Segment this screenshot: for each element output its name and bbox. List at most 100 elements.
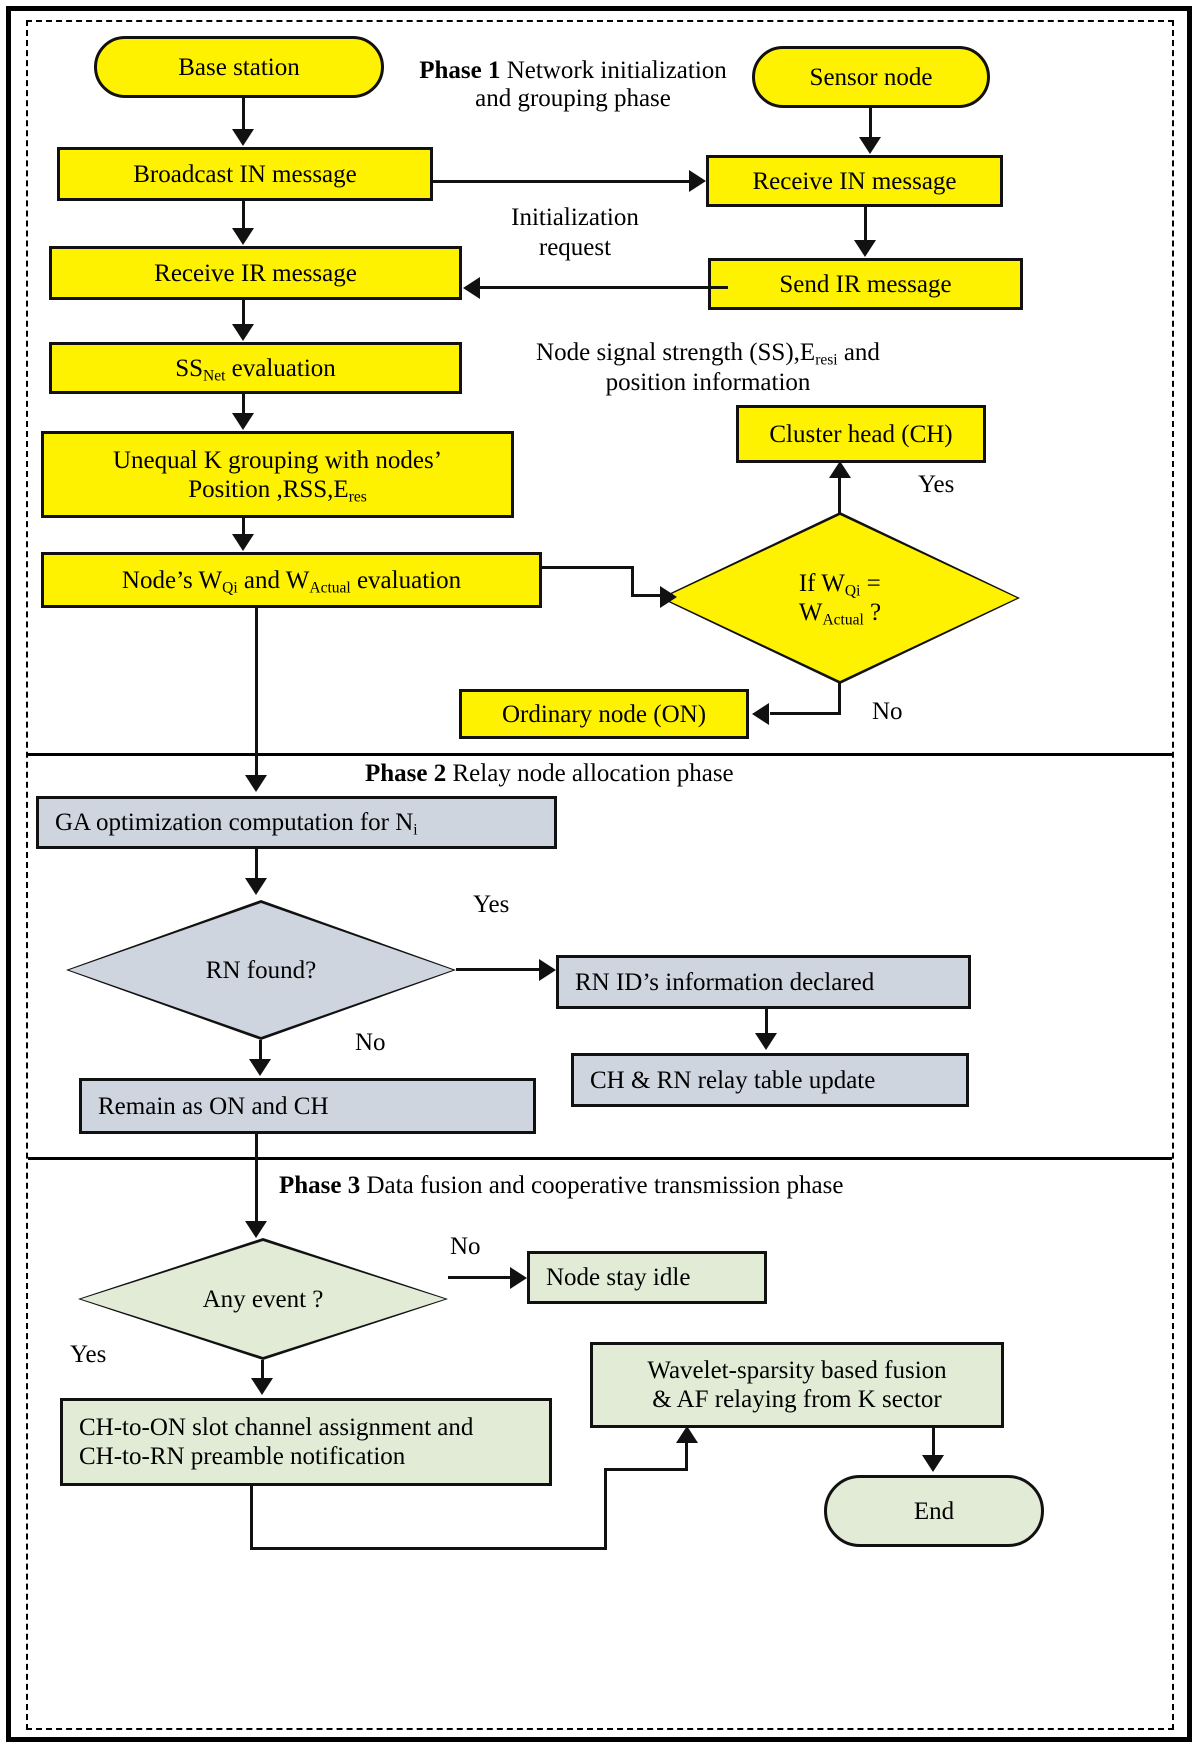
edge-label-yes-any-event: Yes — [70, 1341, 107, 1368]
decision-rn-found-label: RN found? — [205, 956, 317, 984]
edge-phase2-to-phase3 — [255, 1134, 258, 1224]
arrow-chslot-to-wavelet — [676, 1426, 698, 1443]
edge-decision-to-ordinary-v — [838, 682, 841, 714]
node-rn-id-declared[interactable]: RN ID’s information declared — [556, 955, 971, 1009]
edge-receivein-to-sendir — [864, 207, 867, 241]
phase1-title-bold: Phase 1 — [419, 57, 501, 84]
edge-nodeweight-to-decision-h2 — [631, 594, 673, 597]
node-stay-idle-label: Node stay idle — [546, 1264, 691, 1291]
node-wavelet-fusion[interactable]: Wavelet-sparsity based fusion & AF relay… — [590, 1342, 1004, 1428]
dashed-border — [26, 20, 1174, 1730]
arrow-decision-to-clusterhead — [829, 461, 851, 478]
node-send-ir-message-label: Send IR message — [779, 270, 952, 298]
decision-rn-found[interactable]: RN found? — [66, 900, 456, 1040]
edge-chslot-loop-h2 — [604, 1468, 688, 1471]
edge-rnfound-to-rnid — [456, 968, 541, 971]
edge-basestation-to-broadcast — [242, 98, 245, 132]
edge-label-no-rn-found: No — [355, 1029, 386, 1056]
edge-receiveir-to-ssnet — [242, 300, 245, 328]
edge-anyevent-to-chslot — [261, 1360, 264, 1380]
edge-label-no-any-event: No — [450, 1233, 481, 1260]
node-ch-slot-assignment[interactable]: CH-to-ON slot channel assignment and CH-… — [60, 1398, 552, 1486]
decision-any-event[interactable]: Any event ? — [78, 1238, 448, 1360]
phase1-title-line2: and grouping phase — [475, 85, 671, 112]
edge-wavelet-to-end — [932, 1428, 935, 1458]
node-cluster-head[interactable]: Cluster head (CH) — [736, 405, 986, 463]
node-end-label: End — [913, 1497, 955, 1525]
node-sensor-node[interactable]: Sensor node — [752, 46, 990, 108]
edge-chslot-loop-v3 — [685, 1443, 688, 1471]
edge-broadcast-to-receivein — [433, 180, 690, 183]
edge-decision-to-clusterhead — [838, 478, 841, 514]
edge-rnfound-to-remain — [259, 1040, 262, 1062]
edge-rnid-to-relayupdate — [765, 1009, 768, 1035]
arrow-anyevent-to-chslot — [251, 1378, 273, 1395]
node-ssnet-evaluation[interactable]: SSNet evaluation — [49, 342, 462, 394]
node-node-weight-evaluation[interactable]: Node’s WQi and WActual evaluation — [41, 552, 542, 608]
arrow-sendir-to-receiveir — [463, 277, 480, 299]
node-ordinary-node[interactable]: Ordinary node (ON) — [459, 689, 749, 739]
node-ch-rn-relay-update[interactable]: CH & RN relay table update — [571, 1053, 969, 1107]
node-ssnet-evaluation-label: SSNet evaluation — [175, 354, 336, 385]
node-base-station-label: Base station — [178, 53, 300, 81]
node-receive-in-message-label: Receive IN message — [752, 167, 957, 195]
arrow-sensornode-to-receivein — [859, 137, 881, 154]
node-receive-in-message[interactable]: Receive IN message — [706, 155, 1003, 207]
phase2-title-rest: Relay node allocation phase — [452, 760, 734, 787]
node-remain-on-ch[interactable]: Remain as ON and CH — [79, 1078, 536, 1134]
node-unequal-k-grouping[interactable]: Unequal K grouping with nodes’ Position … — [41, 431, 514, 518]
phase1-title: Phase 1 Network initialization and group… — [393, 57, 753, 113]
arrow-receiveir-to-ssnet — [232, 324, 254, 341]
node-ch-slot-assignment-label: CH-to-ON slot channel assignment and CH-… — [79, 1414, 474, 1470]
edge-label-node-signal-info: Node signal strength (SS),Eresi and posi… — [536, 339, 880, 396]
edge-phase1-to-phase2 — [255, 608, 258, 778]
phase1-title-line1: Network initialization — [506, 57, 727, 84]
edge-unequalk-to-nodeweight — [242, 518, 245, 538]
node-send-ir-message[interactable]: Send IR message — [708, 258, 1023, 310]
edge-chslot-loop-v2 — [604, 1468, 607, 1550]
arrow-rnid-to-relayupdate — [755, 1033, 777, 1050]
arrow-ssnet-to-unequalk — [232, 413, 254, 430]
node-broadcast-in-message[interactable]: Broadcast IN message — [57, 147, 433, 201]
edge-nodeweight-to-decision-h1 — [542, 566, 634, 569]
edge-label-initialization-request: Initialization request — [511, 204, 639, 261]
node-receive-ir-message-label: Receive IR message — [154, 259, 357, 287]
node-rn-id-declared-label: RN ID’s information declared — [575, 968, 875, 996]
edge-decision-to-ordinary-h — [770, 712, 841, 715]
arrow-decision-to-ordinary — [752, 703, 769, 725]
node-wavelet-fusion-label: Wavelet-sparsity based fusion & AF relay… — [647, 1357, 947, 1413]
edge-nodeweight-to-decision-v — [631, 566, 634, 596]
decision-weight-equality[interactable]: If WQi = WActual ? — [660, 512, 1020, 684]
node-broadcast-in-message-label: Broadcast IN message — [133, 160, 357, 188]
arrow-receivein-to-sendir — [854, 240, 876, 257]
arrow-wavelet-to-end — [922, 1455, 944, 1472]
edge-broadcast-to-receiveir — [242, 201, 245, 231]
edge-anyevent-to-idle — [448, 1276, 512, 1279]
node-unequal-k-grouping-label: Unequal K grouping with nodes’ Position … — [112, 446, 443, 506]
node-node-weight-evaluation-label: Node’s WQi and WActual evaluation — [121, 566, 462, 597]
node-remain-on-ch-label: Remain as ON and CH — [98, 1092, 329, 1120]
phase2-title: Phase 2 Relay node allocation phase — [365, 760, 734, 788]
node-end[interactable]: End — [824, 1475, 1044, 1547]
phase1-phase2-divider — [28, 753, 1172, 756]
edge-ssnet-to-unequalk — [242, 394, 245, 416]
arrow-basestation-to-broadcast — [232, 129, 254, 146]
node-stay-idle[interactable]: Node stay idle — [527, 1251, 767, 1304]
edge-sensornode-to-receivein — [869, 108, 872, 140]
node-ga-optimization-label: GA optimization computation for Ni — [55, 809, 418, 839]
outer-border — [6, 6, 1192, 1742]
arrow-anyevent-to-idle — [510, 1267, 527, 1289]
edge-label-yes-rn-found: Yes — [473, 891, 510, 918]
edge-label-yes-cluster-head: Yes — [918, 471, 955, 498]
node-base-station[interactable]: Base station — [94, 36, 384, 98]
node-ch-rn-relay-update-label: CH & RN relay table update — [590, 1066, 876, 1094]
edge-label-no-ordinary-node: No — [872, 698, 903, 725]
node-ordinary-node-label: Ordinary node (ON) — [501, 700, 707, 728]
node-receive-ir-message[interactable]: Receive IR message — [49, 246, 462, 300]
edge-ga-to-rnfound — [255, 849, 258, 881]
node-cluster-head-label: Cluster head (CH) — [769, 420, 953, 448]
arrow-unequalk-to-nodeweight — [232, 534, 254, 551]
node-ga-optimization[interactable]: GA optimization computation for Ni — [36, 796, 557, 849]
edge-sendir-to-receiveir — [480, 286, 728, 289]
phase3-title-bold: Phase 3 — [279, 1172, 361, 1199]
